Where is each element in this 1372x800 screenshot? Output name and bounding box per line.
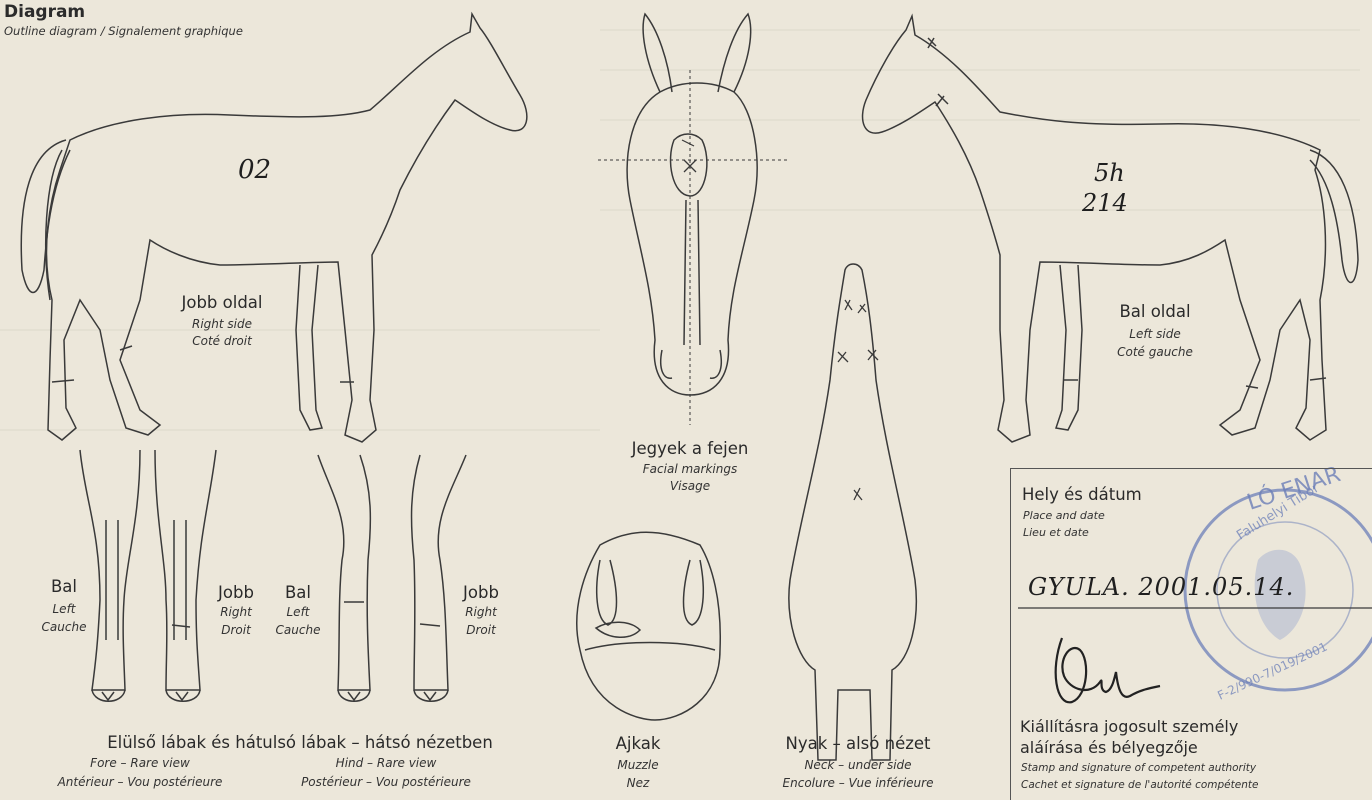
fore-left-en: Left <box>53 603 76 617</box>
legs-caption-fore-en: Fore – Rare view <box>90 757 190 771</box>
authority-en: Stamp and signature of competent authori… <box>1021 762 1256 774</box>
place-date-label: Hely és dátum <box>1022 486 1142 505</box>
hind-right-fr: Droit <box>466 624 496 638</box>
right-side-label: Jobb oldal <box>181 294 262 313</box>
authority-label-line1: Kiállításra jogosult személy <box>1020 718 1238 736</box>
legs-caption-hind-en: Hind – Rare view <box>336 757 437 771</box>
page-subtitle: Outline diagram / Signalement graphique <box>4 25 243 38</box>
muzzle-diagram <box>577 532 720 720</box>
neck-fr: Encolure – Vue inférieure <box>783 777 934 791</box>
muzzle-en: Muzzle <box>617 759 658 773</box>
fore-left-label: Bal <box>51 578 77 597</box>
fore-right-en: Right <box>220 606 252 620</box>
neck-label: Nyak – alsó nézet <box>785 735 930 754</box>
horse-left-side <box>863 16 1358 442</box>
facial-markings-fr: Visage <box>670 480 710 494</box>
background-texture <box>0 30 1360 430</box>
muzzle-fr: Nez <box>627 777 650 791</box>
handwritten-code-left-1: 5h <box>1094 160 1125 188</box>
hind-right-label: Jobb <box>463 584 499 603</box>
handwritten-code-right: 02 <box>238 156 271 186</box>
hind-left-fr: Cauche <box>276 624 321 638</box>
facial-markings-label: Jegyek a fejen <box>632 440 749 459</box>
page-title: Diagram <box>4 3 85 23</box>
neck-underside-diagram <box>789 264 916 760</box>
hind-legs-rear-view <box>318 455 466 701</box>
hind-left-en: Left <box>287 606 310 620</box>
neck-en: Neck – under side <box>804 759 911 773</box>
left-side-label: Bal oldal <box>1119 303 1190 322</box>
right-side-en: Right side <box>192 318 252 332</box>
fore-right-label: Jobb <box>218 584 254 603</box>
left-side-fr: Coté gauche <box>1117 346 1193 360</box>
place-date-en: Place and date <box>1023 510 1105 523</box>
legs-caption-fore-fr: Antérieur – Vou postérieure <box>58 776 223 790</box>
hind-left-label: Bal <box>285 584 311 603</box>
horse-head-front <box>598 14 790 425</box>
authority-fr: Cachet et signature de l'autorité compét… <box>1021 779 1258 791</box>
horse-right-side <box>21 14 527 442</box>
authority-label-line2: aláírása és bélyegzője <box>1020 739 1198 757</box>
fore-legs-rear-view <box>80 450 216 701</box>
right-side-fr: Coté droit <box>192 335 252 349</box>
handwritten-place-date: GYULA. 2001.05.14. <box>1028 574 1294 602</box>
handwritten-code-left-2: 214 <box>1082 190 1128 218</box>
fore-left-fr: Cauche <box>42 621 87 635</box>
legs-caption-label: Elülső lábak és hátulsó lábak – hátsó né… <box>107 734 493 753</box>
legs-caption-hind-fr: Postérieur – Vou postérieure <box>301 776 471 790</box>
left-side-en: Left side <box>1129 328 1180 342</box>
facial-markings-en: Facial markings <box>643 463 737 477</box>
fore-right-fr: Droit <box>221 624 251 638</box>
muzzle-label: Ajkak <box>616 735 661 754</box>
hind-right-en: Right <box>465 606 497 620</box>
place-date-fr: Lieu et date <box>1023 527 1089 540</box>
